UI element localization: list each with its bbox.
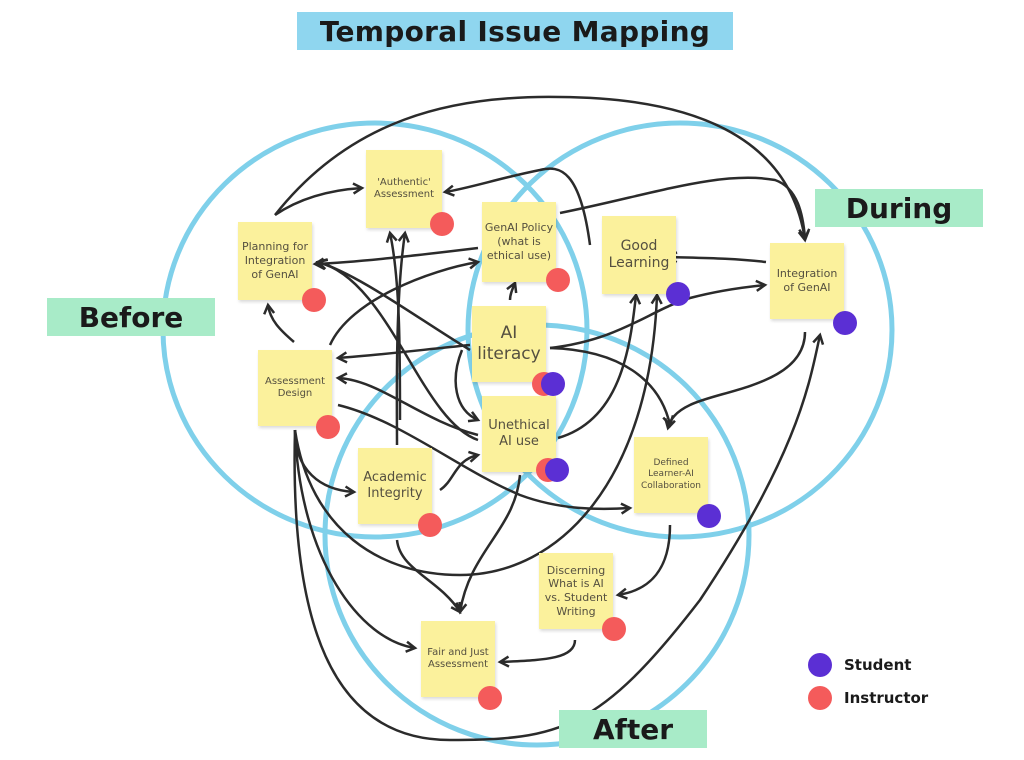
instructor-dot bbox=[478, 686, 502, 710]
instructor-dot bbox=[302, 288, 326, 312]
arrow-integration-to-goodlearning bbox=[665, 251, 767, 264]
student-dot bbox=[666, 282, 690, 306]
student-dot bbox=[697, 504, 721, 528]
note-defined-collab[interactable]: Defined Learner-AI Collaboration bbox=[634, 437, 708, 513]
arrow-unethical-to-goodlearning bbox=[557, 292, 642, 440]
arrow-defined-to-discerning bbox=[615, 524, 672, 600]
arrow-genai-to-planning bbox=[312, 246, 479, 270]
during-label: During bbox=[845, 191, 953, 225]
note-integration[interactable]: Integration of GenAI bbox=[770, 243, 844, 319]
note-label: Assessment Design bbox=[265, 375, 325, 400]
arrow-academic-to-fair bbox=[395, 539, 462, 615]
arrow-assessment-to-academic bbox=[293, 429, 357, 498]
student-dot bbox=[545, 458, 569, 482]
title-text: Temporal Issue Mapping bbox=[319, 14, 711, 48]
note-academic-integrity[interactable]: Academic Integrity bbox=[358, 448, 432, 524]
note-genai-policy[interactable]: GenAI Policy (what is ethical use) bbox=[482, 202, 556, 282]
note-label: Discerning What is AI vs. Student Writin… bbox=[544, 563, 608, 618]
note-label: Academic Integrity bbox=[363, 469, 427, 501]
legend-label: Instructor bbox=[844, 689, 929, 707]
page-title: Temporal Issue Mapping bbox=[297, 12, 733, 50]
arrow-academic-to-authentic bbox=[395, 230, 410, 446]
before-label: Before bbox=[78, 300, 184, 334]
arrow-ailiteracy-to-assessment bbox=[335, 343, 471, 364]
note-unethical-ai[interactable]: Unethical AI use bbox=[482, 396, 556, 472]
phase-label-during: During bbox=[815, 189, 983, 227]
legend-label: Student bbox=[844, 656, 912, 674]
instructor-dot bbox=[316, 415, 340, 439]
legend-student: Student bbox=[808, 653, 911, 677]
note-assessment-design[interactable]: Assessment Design bbox=[258, 350, 332, 426]
note-label: 'Authentic' Assessment bbox=[374, 176, 434, 201]
arrow-discerning-to-fair bbox=[497, 639, 577, 668]
note-label: Good Learning bbox=[608, 237, 670, 272]
note-label: Unethical AI use bbox=[488, 417, 550, 449]
note-authentic-assessment[interactable]: 'Authentic' Assessment bbox=[366, 150, 442, 228]
arrow-ailiteracy-to-genai bbox=[506, 280, 518, 301]
arrow-goodlearning-to-authentic bbox=[442, 167, 592, 246]
note-discerning[interactable]: Discerning What is AI vs. Student Writin… bbox=[539, 553, 613, 629]
arrow-assessment-to-genai bbox=[328, 257, 481, 346]
instructor-dot bbox=[546, 268, 570, 292]
student-dot bbox=[541, 372, 565, 396]
instructor-dot bbox=[602, 617, 626, 641]
arrow-integration-to-defined bbox=[664, 331, 807, 431]
during-circle bbox=[465, 120, 895, 540]
arrow-planning-to-authentic bbox=[274, 182, 365, 217]
arrow-assessment-to-defined bbox=[337, 403, 633, 515]
arrow-assessment-to-planning bbox=[263, 302, 295, 343]
note-label: Defined Learner-AI Collaboration bbox=[641, 458, 701, 491]
instructor-dot bbox=[418, 513, 442, 537]
legend-instructor: Instructor bbox=[808, 686, 928, 710]
note-label: Integration of GenAI bbox=[776, 267, 838, 294]
note-label: AI literacy bbox=[477, 322, 541, 364]
instructor-dot bbox=[430, 212, 454, 236]
note-label: Fair and Just Assessment bbox=[427, 646, 489, 671]
arrow-ailiteracy-to-unethical bbox=[454, 349, 481, 423]
student-swatch bbox=[808, 653, 832, 677]
arrow-unethical-to-planning bbox=[315, 258, 479, 442]
student-dot bbox=[833, 311, 857, 335]
arrow-assessment-to-fair bbox=[293, 429, 418, 653]
arrow-academic-to-unethical bbox=[439, 450, 481, 492]
note-planning[interactable]: Planning for Integration of GenAI bbox=[238, 222, 312, 300]
phase-label-before: Before bbox=[47, 298, 215, 336]
note-fair-just[interactable]: Fair and Just Assessment bbox=[421, 621, 495, 697]
phase-label-after: After bbox=[559, 710, 707, 748]
arrow-genai-to-integration bbox=[559, 176, 811, 241]
note-label: Planning for Integration of GenAI bbox=[241, 240, 308, 281]
note-label: GenAI Policy (what is ethical use) bbox=[484, 221, 554, 262]
arrow-assessment-to-goodlearning-arc bbox=[293, 292, 663, 577]
instructor-swatch bbox=[808, 686, 832, 710]
note-ai-literacy[interactable]: AI literacy bbox=[472, 306, 546, 382]
arrow-planning-to-integration bbox=[274, 95, 810, 243]
arrow-ailiteracy-to-defined bbox=[549, 346, 675, 428]
after-label: After bbox=[592, 712, 674, 746]
note-good-learning[interactable]: Good Learning bbox=[602, 216, 676, 294]
arrow-unethical-to-fair bbox=[455, 474, 522, 615]
